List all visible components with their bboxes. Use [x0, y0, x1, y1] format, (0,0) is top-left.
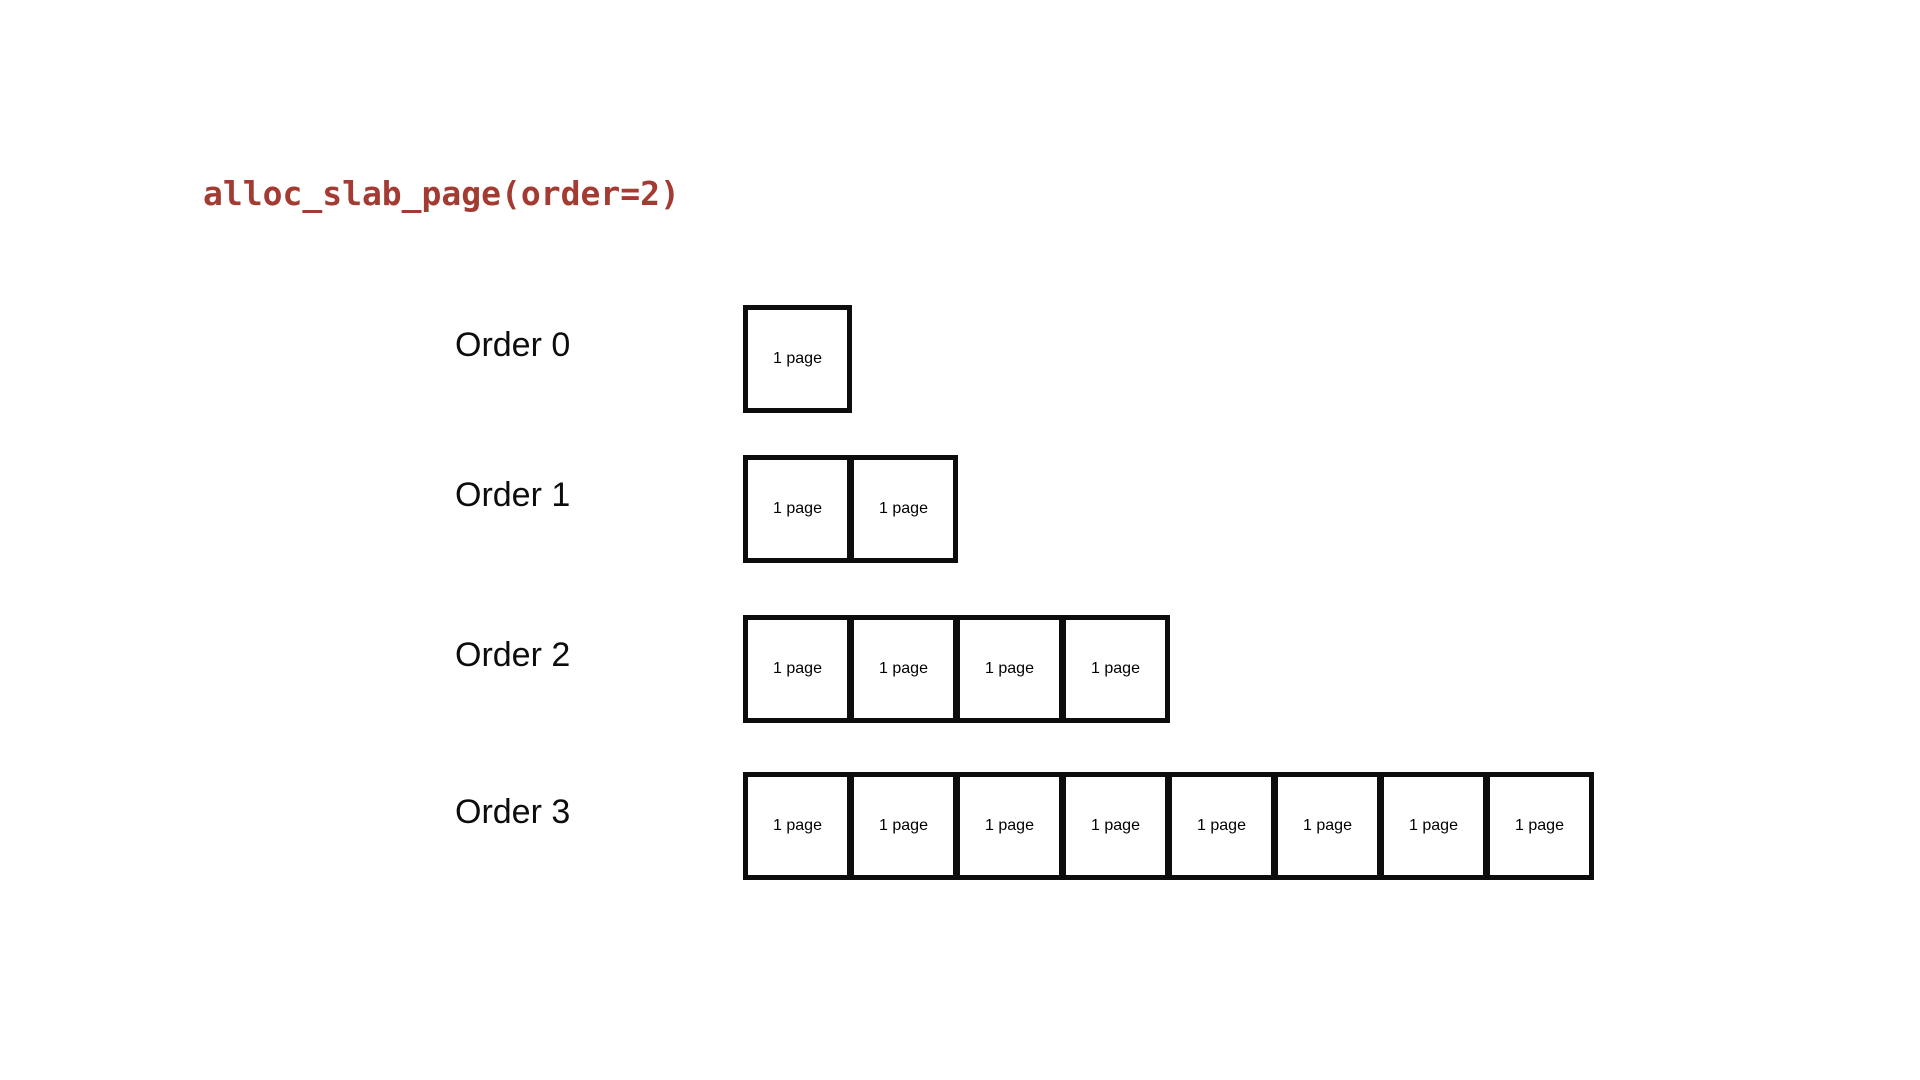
- page-box: 1 page: [1061, 615, 1170, 723]
- page-box-label: 1 page: [879, 500, 928, 517]
- page-box: 1 page: [955, 772, 1064, 880]
- page-box-label: 1 page: [1197, 817, 1246, 834]
- page-box-label: 1 page: [1091, 660, 1140, 677]
- page-box: 1 page: [743, 305, 852, 413]
- order-label-1: Order 1: [455, 476, 571, 514]
- page-box: 1 page: [1485, 772, 1594, 880]
- page-box-label: 1 page: [879, 660, 928, 677]
- page-box: 1 page: [1379, 772, 1488, 880]
- page-box: 1 page: [743, 615, 852, 723]
- page-box-label: 1 page: [1303, 817, 1352, 834]
- page-box-label: 1 page: [1409, 817, 1458, 834]
- page-box-label: 1 page: [1091, 817, 1140, 834]
- page-box: 1 page: [743, 772, 852, 880]
- page-box: 1 page: [1273, 772, 1382, 880]
- page-box-group-1: 1 page 1 page: [743, 455, 958, 563]
- page-title: alloc_slab_page(order=2): [203, 174, 680, 213]
- page-box: 1 page: [955, 615, 1064, 723]
- page-box-group-0: 1 page: [743, 305, 852, 413]
- page-box: 1 page: [743, 455, 852, 563]
- page-box-group-3: 1 page 1 page 1 page 1 page 1 page 1 page 1 pa…: [743, 772, 1594, 880]
- page-box-label: 1 page: [1515, 817, 1564, 834]
- page-box-label: 1 page: [985, 660, 1034, 677]
- order-label-0: Order 0: [455, 326, 571, 364]
- page-box: 1 page: [849, 455, 958, 563]
- page-box-group-2: 1 page 1 page 1 page 1 page: [743, 615, 1170, 723]
- page-box-label: 1 page: [773, 660, 822, 677]
- order-label-2: Order 2: [455, 636, 571, 674]
- order-label-3: Order 3: [455, 793, 571, 831]
- page-box-label: 1 page: [773, 350, 822, 367]
- page-box: 1 page: [849, 772, 958, 880]
- page-box-label: 1 page: [985, 817, 1034, 834]
- page-box-label: 1 page: [773, 500, 822, 517]
- page-box: 1 page: [1167, 772, 1276, 880]
- page-box-label: 1 page: [773, 817, 822, 834]
- page-box: 1 page: [1061, 772, 1170, 880]
- page-box: 1 page: [849, 615, 958, 723]
- page-box-label: 1 page: [879, 817, 928, 834]
